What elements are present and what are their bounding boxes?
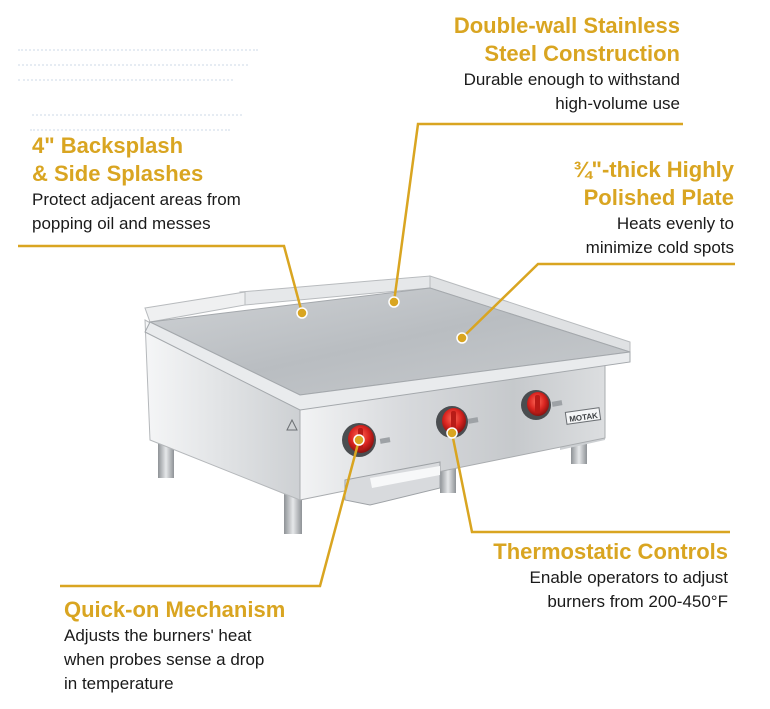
callout-backsplash-body-1: Protect adjacent areas from — [32, 190, 241, 209]
callout-dot-quick-on — [353, 434, 365, 446]
callout-dot-thermostatic — [446, 427, 458, 439]
callout-backsplash-body-2: popping oil and messes — [32, 214, 211, 233]
callout-dot-double-wall — [388, 296, 400, 308]
callout-thermostatic-body-1: Enable operators to adjust — [529, 568, 728, 587]
callout-thermostatic: Thermostatic Controls Enable operators t… — [493, 538, 728, 614]
leg-front-left — [284, 490, 302, 534]
callout-double-wall-body-1: Durable enough to withstand — [463, 70, 680, 89]
faint-background-text — [18, 36, 268, 131]
callout-plate-title-2: Polished Plate — [583, 185, 734, 210]
brand-badge — [564, 407, 602, 425]
callout-lines — [18, 122, 735, 588]
callout-quick-on-title: Quick-on Mechanism — [64, 597, 286, 622]
callout-plate-body-1: Heats evenly to — [616, 214, 734, 233]
callout-backsplash-title-2: & Side Splashes — [32, 161, 204, 186]
callout-double-wall-body-2: high-volume use — [555, 94, 680, 113]
callout-plate: ¾"-thick Highly Polished Plate Heats eve… — [573, 156, 734, 260]
callout-thermostatic-title: Thermostatic Controls — [493, 539, 728, 564]
callout-dot-backsplash — [296, 307, 308, 319]
warning-triangle-icon — [286, 418, 298, 431]
side-splash-left — [144, 291, 246, 323]
callout-double-wall: Double-wall Stainless Steel Construction… — [454, 12, 680, 116]
callout-backsplash-title-1: 4" Backsplash — [32, 133, 184, 158]
knob-middle — [436, 406, 468, 438]
callout-double-wall-title-2: Steel Construction — [484, 41, 680, 66]
leg-front-mid — [440, 465, 456, 493]
callout-dot-plate — [456, 332, 468, 344]
callout-quick-on-body-2: when probes sense a drop — [64, 650, 265, 669]
callout-plate-body-2: minimize cold spots — [585, 238, 734, 257]
callout-quick-on: Quick-on Mechanism Adjusts the burners' … — [64, 596, 285, 696]
callout-backsplash: 4" Backsplash & Side Splashes Protect ad… — [32, 132, 241, 236]
callout-quick-on-body-1: Adjusts the burners' heat — [64, 626, 252, 645]
callout-plate-title-1: ¾"-thick Highly — [573, 157, 734, 182]
brand-badge-text: MOTAK — [569, 411, 599, 424]
callout-thermostatic-body-2: burners from 200-450°F — [547, 592, 728, 611]
knob-right — [521, 390, 551, 420]
front-lip — [144, 321, 631, 411]
callout-double-wall-title-1: Double-wall Stainless — [453, 13, 680, 38]
callout-quick-on-body-3: in temperature — [64, 674, 174, 693]
